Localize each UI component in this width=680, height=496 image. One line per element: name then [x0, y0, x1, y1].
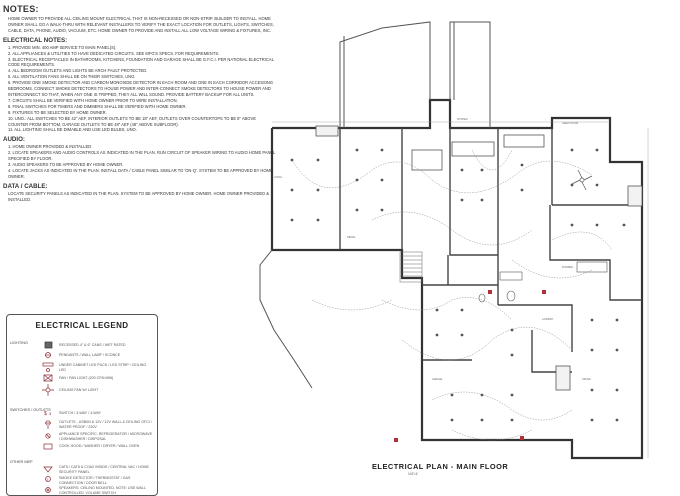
- svg-text:LIVING: LIVING: [274, 176, 282, 179]
- audio-note: 1. HOME OWNER PROVIDED & INSTALLED: [8, 144, 92, 150]
- legend-item: CEILING FAN W/ LIGHT: [59, 388, 99, 392]
- switch-icon: $3: [44, 411, 52, 417]
- electrical-note: 1. PROVIDE MIN. 400 AMP SERVICE TO MAIN …: [8, 44, 117, 50]
- bathroom-fixtures: [478, 261, 608, 303]
- wiring-circuits: [291, 149, 613, 441]
- electrical-note: 9. FIXTURES TO BE SELECTED BY HOME OWNER…: [8, 109, 107, 115]
- audio-title: AUDIO:: [3, 136, 25, 144]
- recessed-lights: [290, 148, 626, 422]
- kitchen-island: [411, 134, 545, 171]
- electrical-note: 6. PROVIDE ONE SMOKE DETECTOR AND CARBON…: [8, 80, 274, 97]
- stair: [399, 251, 423, 283]
- legend-symbols: $3 S: [42, 341, 54, 493]
- dimension-ticks: [272, 121, 649, 458]
- svg-text:3: 3: [49, 411, 52, 416]
- legend-title: ELECTRICAL LEGEND: [35, 321, 129, 330]
- audio-note: 4. LOCATE JACKS AS INDICATED IN THE PLAN…: [8, 167, 273, 179]
- exterior-walls: [270, 98, 644, 460]
- electrical-note: 4. ALL BEDROOM OUTLETS AND LIGHTS BE ARC…: [8, 68, 148, 74]
- electrical-note: 3. ELECTRICAL RECEPTACLES IN BATHROOMS, …: [8, 56, 274, 68]
- electrical-note: 5. ALL VENTILATION FANS SHALL BE ON THEI…: [8, 74, 136, 80]
- room-callouts: LIVING DINING KITCHEN GREAT ROOM POWDER …: [274, 118, 591, 381]
- svg-text:DINING: DINING: [347, 236, 356, 239]
- plan-title: ELECTRICAL PLAN - MAIN FLOOR: [372, 462, 509, 471]
- legend-category-other: OTHER MEP: [10, 460, 33, 464]
- outlet-icon: [45, 420, 51, 429]
- electrical-note: 2. ALL APPLIANCES & UTILITIES TO HAVE DE…: [8, 50, 220, 56]
- legend-item: PENDANTS / WALL LAMP / SCONCE: [59, 353, 121, 357]
- data-jack-icon: [43, 466, 53, 473]
- led-strip-icon: [42, 362, 54, 372]
- electrical-note: 10. UNO.: ALL SWITCHES TO BE 42" AEF, IN…: [8, 115, 256, 127]
- ceiling-fan-icon: [42, 384, 54, 396]
- legend-item: SWITCH / 3-WAY / 4-WAY: [59, 411, 102, 415]
- legend-item: UNDER CABINET LED PUCK / LED STRIP / CEI…: [59, 363, 147, 372]
- legend-item: APPLIANCE SPECIFIC: REFRIGERATOR / MICRO…: [59, 432, 153, 441]
- ceiling-fan-icon: [571, 169, 593, 191]
- smoke-detector-icon: S: [45, 476, 51, 482]
- data-cable-note: LOCATE SECURITY PANELS AS INDICATED IN T…: [8, 190, 269, 202]
- legend-item: CAT5 / CAT6 & COAX INSIDE / CENTRAL VAC …: [59, 465, 149, 474]
- svg-text:KITCHEN: KITCHEN: [457, 118, 468, 121]
- audio-note: 3. AUDIO SPEAKERS TO BE APPROVED BY HOME…: [8, 162, 124, 168]
- cook-hood-icon: [43, 443, 53, 450]
- notes-intro: HOME OWNER TO PROVIDE ALL CEILING MOUNT …: [8, 16, 274, 33]
- fireplace: [315, 125, 643, 391]
- legend-item: FAN / FAN LIGHT (200 CFM MIN): [59, 376, 114, 380]
- notes-title: NOTES:: [3, 4, 39, 14]
- legend-item: OUTLETS - USB/IN & 12V / 12V WALL & CEIL…: [59, 420, 152, 429]
- accent-symbols: [394, 290, 546, 442]
- exhaust-fan-icon: [43, 374, 53, 382]
- data-cable-title: DATA / CABLE:: [3, 182, 48, 190]
- interior-walls: [339, 128, 642, 373]
- svg-text:GREAT ROOM: GREAT ROOM: [562, 122, 578, 125]
- legend-category-lighting: LIGHTING: [10, 341, 28, 345]
- speaker-icon: [45, 487, 51, 493]
- pendant-icon: [45, 352, 51, 358]
- legend-item: COOK HOOD / WASHER / DRYER / WALL OVEN: [59, 444, 140, 448]
- electrical-note: 7. CIRCUITS SHALL BE VERIFIED WITH HOME …: [8, 97, 178, 103]
- svg-text:LAUNDRY: LAUNDRY: [542, 318, 554, 321]
- legend-item: SPEAKERS: CEILING MOUNTED. NOTE: USE WAL…: [59, 486, 146, 495]
- svg-text:OFFICE: OFFICE: [582, 378, 591, 381]
- legend-category-switches: SWITCHES / OUTLETS: [10, 408, 51, 412]
- appliance-outlet-icon: [45, 433, 51, 439]
- recessed-light-icon: [44, 341, 53, 349]
- svg-text:POWDER: POWDER: [562, 266, 573, 269]
- audio-note: 2. LOCATE SPEAKERS AND AUDIO CONTROLS AS…: [8, 150, 276, 162]
- svg-text:GARAGE: GARAGE: [432, 378, 443, 381]
- legend-item: SMOKE DETECTOR / THERMOSTAT / GAS CONNEC…: [59, 476, 131, 485]
- electrical-note: 11. ALL LIGHTING SHALL BE DIMABLE AND US…: [8, 127, 137, 133]
- legend-item: RECESSED 4" & 6" CANS / WET RATED: [59, 343, 126, 347]
- svg-text:S: S: [46, 478, 48, 482]
- electrical-floor-plan: LIVING DINING KITCHEN GREAT ROOM POWDER …: [259, 21, 649, 460]
- notes-block: NOTES: HOME OWNER TO PROVIDE ALL CEILING…: [2, 2, 276, 268]
- electrical-note: 8. FINAL SWITCHES FOR TIMERS AND DIMMERS…: [8, 103, 187, 109]
- electrical-legend: ELECTRICAL LEGEND $3 S LIGHTING SWITCHES…: [6, 314, 158, 496]
- electrical-notes-title: ELECTRICAL NOTES:: [3, 36, 68, 44]
- plan-scale: 1/4"=1': [408, 472, 419, 476]
- deck-outline: [259, 21, 491, 389]
- svg-text:$: $: [44, 411, 47, 417]
